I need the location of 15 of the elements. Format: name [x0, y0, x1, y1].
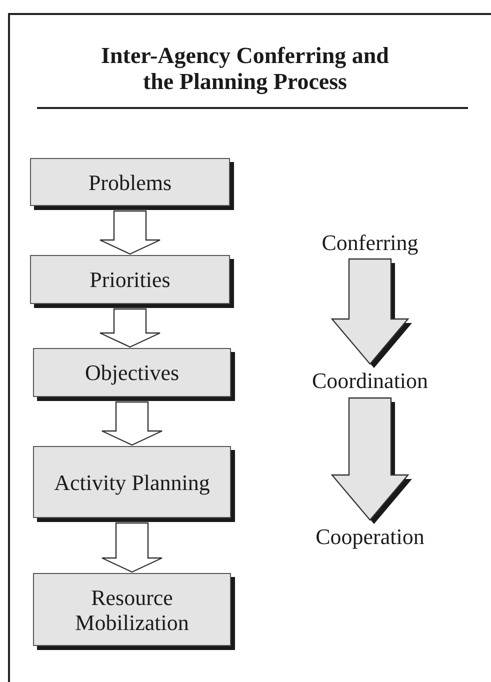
box-label: Problems: [87, 170, 173, 194]
stage-label: Coordination: [302, 366, 438, 396]
block-arrow: [101, 401, 163, 446]
block-arrow: [101, 522, 163, 573]
title: Inter-Agency Conferring and the Planning Process: [100, 43, 390, 95]
block-arrow: [330, 397, 412, 524]
box-label: Resource Mobilization: [74, 584, 190, 634]
box-label: Activity Planning: [53, 470, 211, 494]
box-label: Priorities: [88, 267, 172, 292]
box-label: Objectives: [84, 360, 180, 385]
block-arrow: [330, 258, 412, 368]
block-arrow: [99, 210, 161, 255]
stage-label: Cooperation: [302, 522, 438, 552]
stage-label: Conferring: [315, 229, 425, 257]
block-arrow: [99, 308, 161, 348]
